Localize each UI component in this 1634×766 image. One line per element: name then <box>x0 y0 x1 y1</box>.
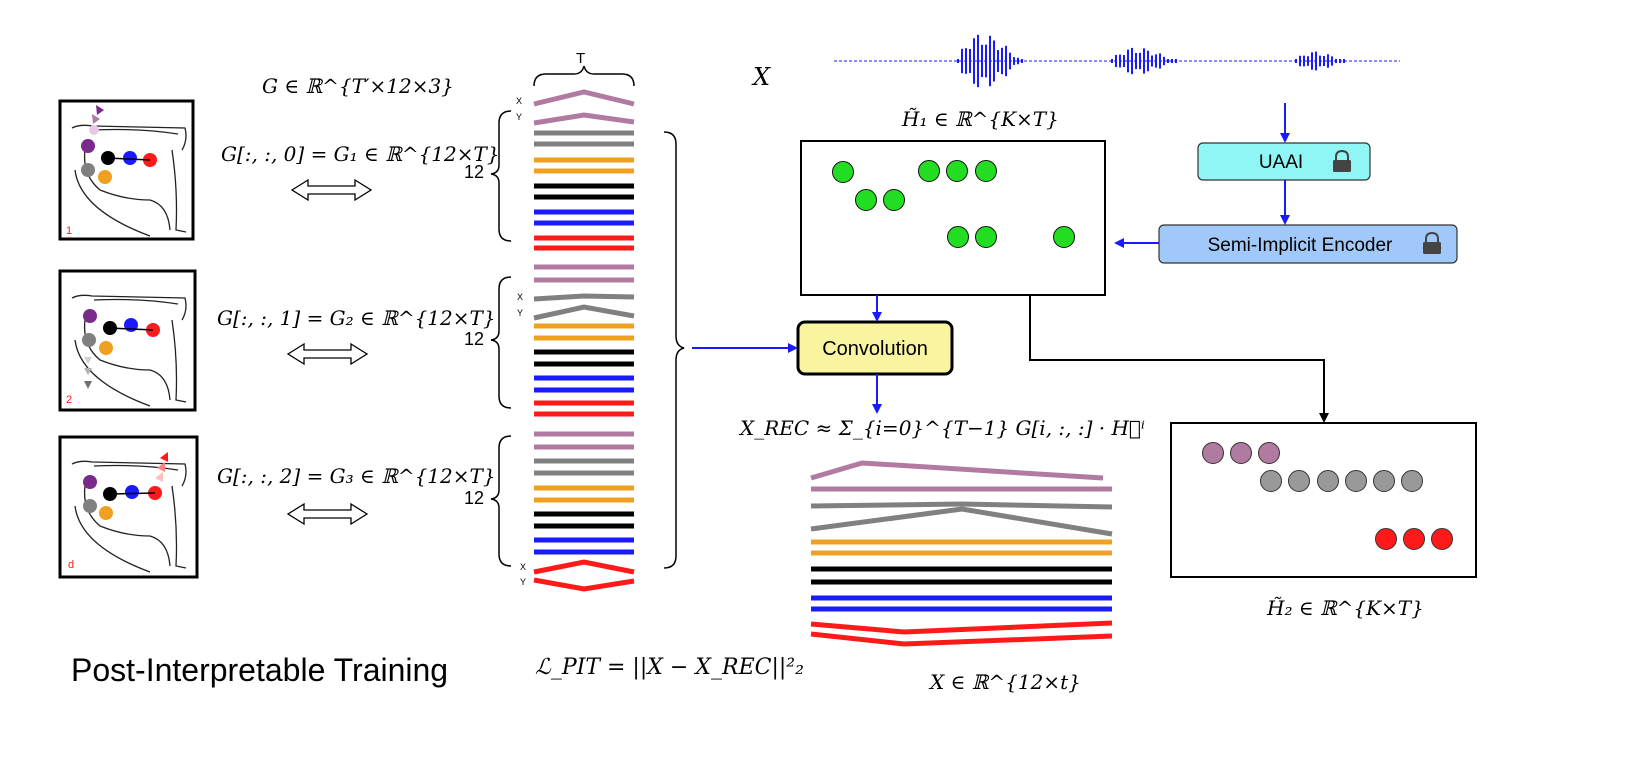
reconstruction-equation: X_REC ≈ Σ_{i=0}^{T−1} G[i, :, :] · H⃗ⁱ <box>740 416 1145 440</box>
y-small-label: Y <box>516 112 522 122</box>
uaai-label: UAAI <box>1259 152 1303 173</box>
g3-equation: G[:, :, 2] = G₃ ∈ ℝ^{12×T} <box>217 464 496 488</box>
panel-tag-3: d <box>68 559 74 571</box>
convolution-label: Convolution <box>822 338 928 360</box>
vocal-tract-panel-1: 1 <box>58 99 195 241</box>
h1-activation-box <box>800 140 1106 296</box>
uaai-block: UAAI <box>1197 142 1371 181</box>
group-size-label: 12 <box>464 329 485 349</box>
h2-activation-box <box>1170 422 1477 578</box>
g-definition: G ∈ ℝ^{T′×12×3} <box>262 74 454 98</box>
h2-label: H̃₂ ∈ ℝ^{K×T} <box>1267 596 1424 620</box>
group-size-label: 12 <box>464 488 485 508</box>
trajectory-stack <box>490 65 685 592</box>
y-small-label: Y <box>517 308 523 318</box>
double-arrow-icon <box>286 342 369 366</box>
x-small-label: X <box>516 96 522 106</box>
x-small-label: X <box>520 562 526 572</box>
panel-tag-2: 2 <box>66 394 72 406</box>
flow-arrows <box>692 103 1329 423</box>
vocal-tract-panel-2: 2 <box>58 269 197 412</box>
g2-equation: G[:, :, 1] = G₂ ∈ ℝ^{12×T} <box>217 306 496 330</box>
x-dimension-label: X ∈ ℝ^{12×t} <box>930 670 1081 694</box>
y-small-label: Y <box>520 577 526 587</box>
h1-label: H̃₁ ∈ ℝ^{K×T} <box>902 107 1059 131</box>
convolution-block: Convolution <box>796 320 954 376</box>
lock-icon <box>1333 149 1351 172</box>
waveform-icon <box>834 34 1400 88</box>
encoder-label: Semi-Implicit Encoder <box>1208 235 1393 256</box>
double-arrow-icon <box>286 502 369 526</box>
loss-equation: ℒ_PIT = ||X − X_REC||²₂ <box>535 655 804 680</box>
audio-x-label: X <box>753 63 771 91</box>
panel-tag-1: 1 <box>66 225 72 237</box>
semi-implicit-encoder-block: Semi-Implicit Encoder <box>1158 224 1458 264</box>
x-small-label: X <box>517 292 523 302</box>
reconstruction-trajectories <box>810 460 1113 647</box>
vocal-tract-icon <box>71 460 187 573</box>
lock-icon <box>1423 231 1441 254</box>
page-title: Post-Interpretable Training <box>71 652 449 688</box>
double-arrow-icon <box>290 178 373 202</box>
g1-equation: G[:, :, 0] = G₁ ∈ ℝ^{12×T} <box>221 142 500 166</box>
vocal-tract-panel-3: d <box>58 435 199 579</box>
t-label: T <box>576 50 586 67</box>
group-size-label: 12 <box>464 162 485 182</box>
